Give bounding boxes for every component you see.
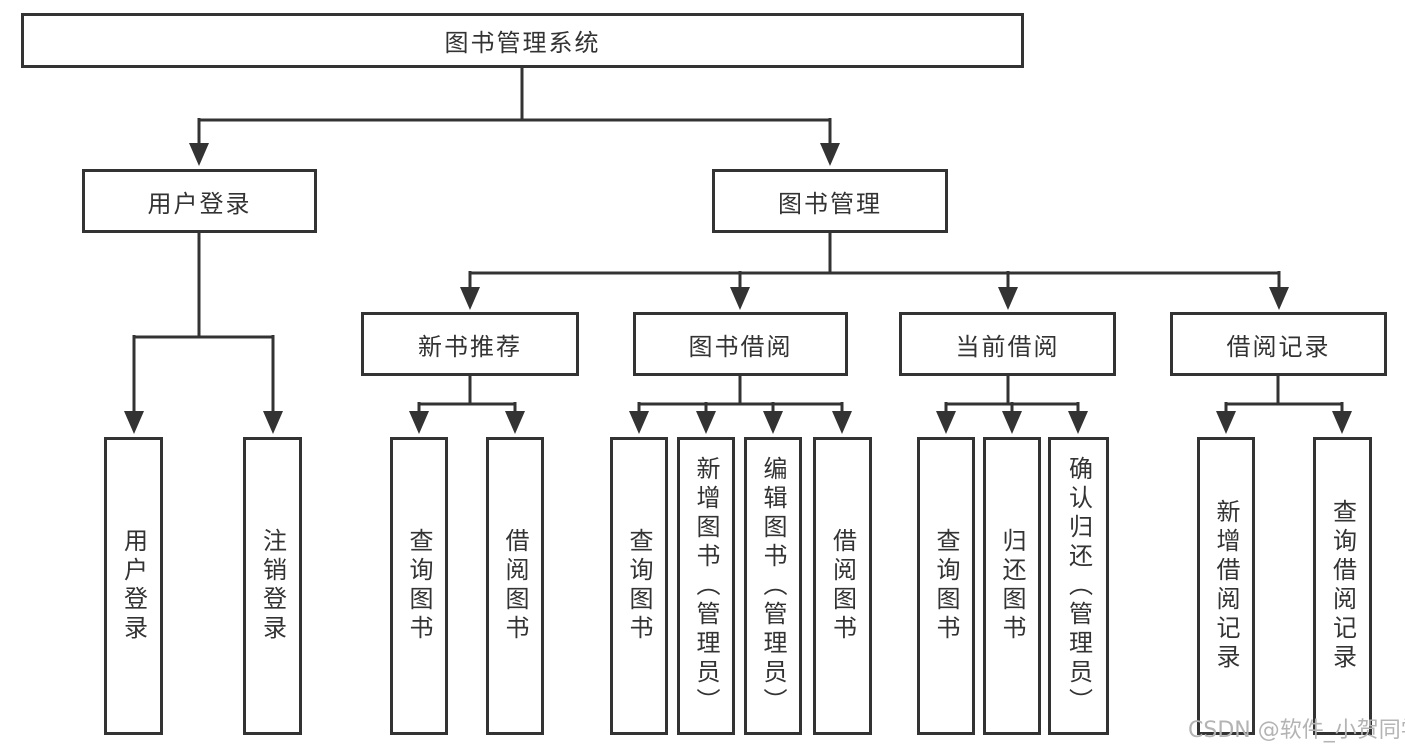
node-current-borrowing: 当前借阅 bbox=[899, 312, 1116, 376]
leaf-query-books-current: 查询图书 bbox=[917, 437, 975, 735]
arrow-head-icons bbox=[124, 143, 1352, 434]
leaf-user-login: 用户登录 bbox=[104, 437, 163, 735]
leaf-label: 借阅图书 bbox=[501, 528, 529, 644]
node-label: 图书管理 bbox=[778, 189, 882, 218]
leaf-return-book: 归还图书 bbox=[983, 437, 1041, 735]
node-label: 图书借阅 bbox=[688, 332, 793, 361]
node-book-borrowing: 图书借阅 bbox=[633, 312, 848, 376]
leaf-label: 归还图书 bbox=[998, 528, 1026, 644]
leaf-query-books-recommend: 查询图书 bbox=[390, 437, 448, 735]
leaf-add-borrow-record: 新增借阅记录 bbox=[1197, 437, 1255, 735]
leaf-label: 新增图书（管理员） bbox=[692, 455, 720, 717]
csdn-watermark: CSDN @软件_小贺同学 bbox=[1188, 718, 1405, 743]
node-label: 借阅记录 bbox=[1226, 332, 1331, 361]
leaf-label: 确认归还（管理员） bbox=[1064, 455, 1093, 717]
leaf-label: 用户登录 bbox=[119, 528, 148, 644]
leaf-label: 查询图书 bbox=[625, 528, 653, 644]
leaf-edit-book-admin: 编辑图书（管理员） bbox=[744, 437, 802, 735]
leaf-label: 编辑图书（管理员） bbox=[759, 455, 787, 717]
leaf-confirm-return-admin: 确认归还（管理员） bbox=[1048, 437, 1109, 735]
node-label: 图书管理系统 bbox=[444, 29, 601, 57]
leaf-label: 注销登录 bbox=[258, 528, 287, 644]
node-label: 新书推荐 bbox=[418, 332, 522, 361]
leaf-label: 新增借阅记录 bbox=[1212, 499, 1240, 673]
leaf-logout: 注销登录 bbox=[243, 437, 302, 735]
node-library-management-system: 图书管理系统 bbox=[21, 13, 1024, 68]
leaf-query-borrow-record: 查询借阅记录 bbox=[1313, 437, 1372, 735]
connector-lines bbox=[132, 66, 1344, 415]
node-user-login: 用户登录 bbox=[82, 169, 317, 233]
leaf-label: 借阅图书 bbox=[828, 528, 857, 644]
leaf-label: 查询图书 bbox=[405, 528, 433, 644]
leaf-add-book-admin: 新增图书（管理员） bbox=[677, 437, 735, 735]
leaf-borrow-books: 借阅图书 bbox=[813, 437, 872, 735]
node-label: 用户登录 bbox=[147, 189, 252, 218]
leaf-query-books-borrow: 查询图书 bbox=[610, 437, 668, 735]
node-book-management: 图书管理 bbox=[712, 169, 948, 233]
leaf-label: 查询借阅记录 bbox=[1328, 499, 1357, 673]
node-new-book-recommend: 新书推荐 bbox=[361, 312, 579, 376]
node-borrowing-records: 借阅记录 bbox=[1170, 312, 1387, 376]
leaf-borrow-books-recommend: 借阅图书 bbox=[486, 437, 544, 735]
leaf-label: 查询图书 bbox=[932, 528, 960, 644]
node-label: 当前借阅 bbox=[955, 332, 1060, 361]
